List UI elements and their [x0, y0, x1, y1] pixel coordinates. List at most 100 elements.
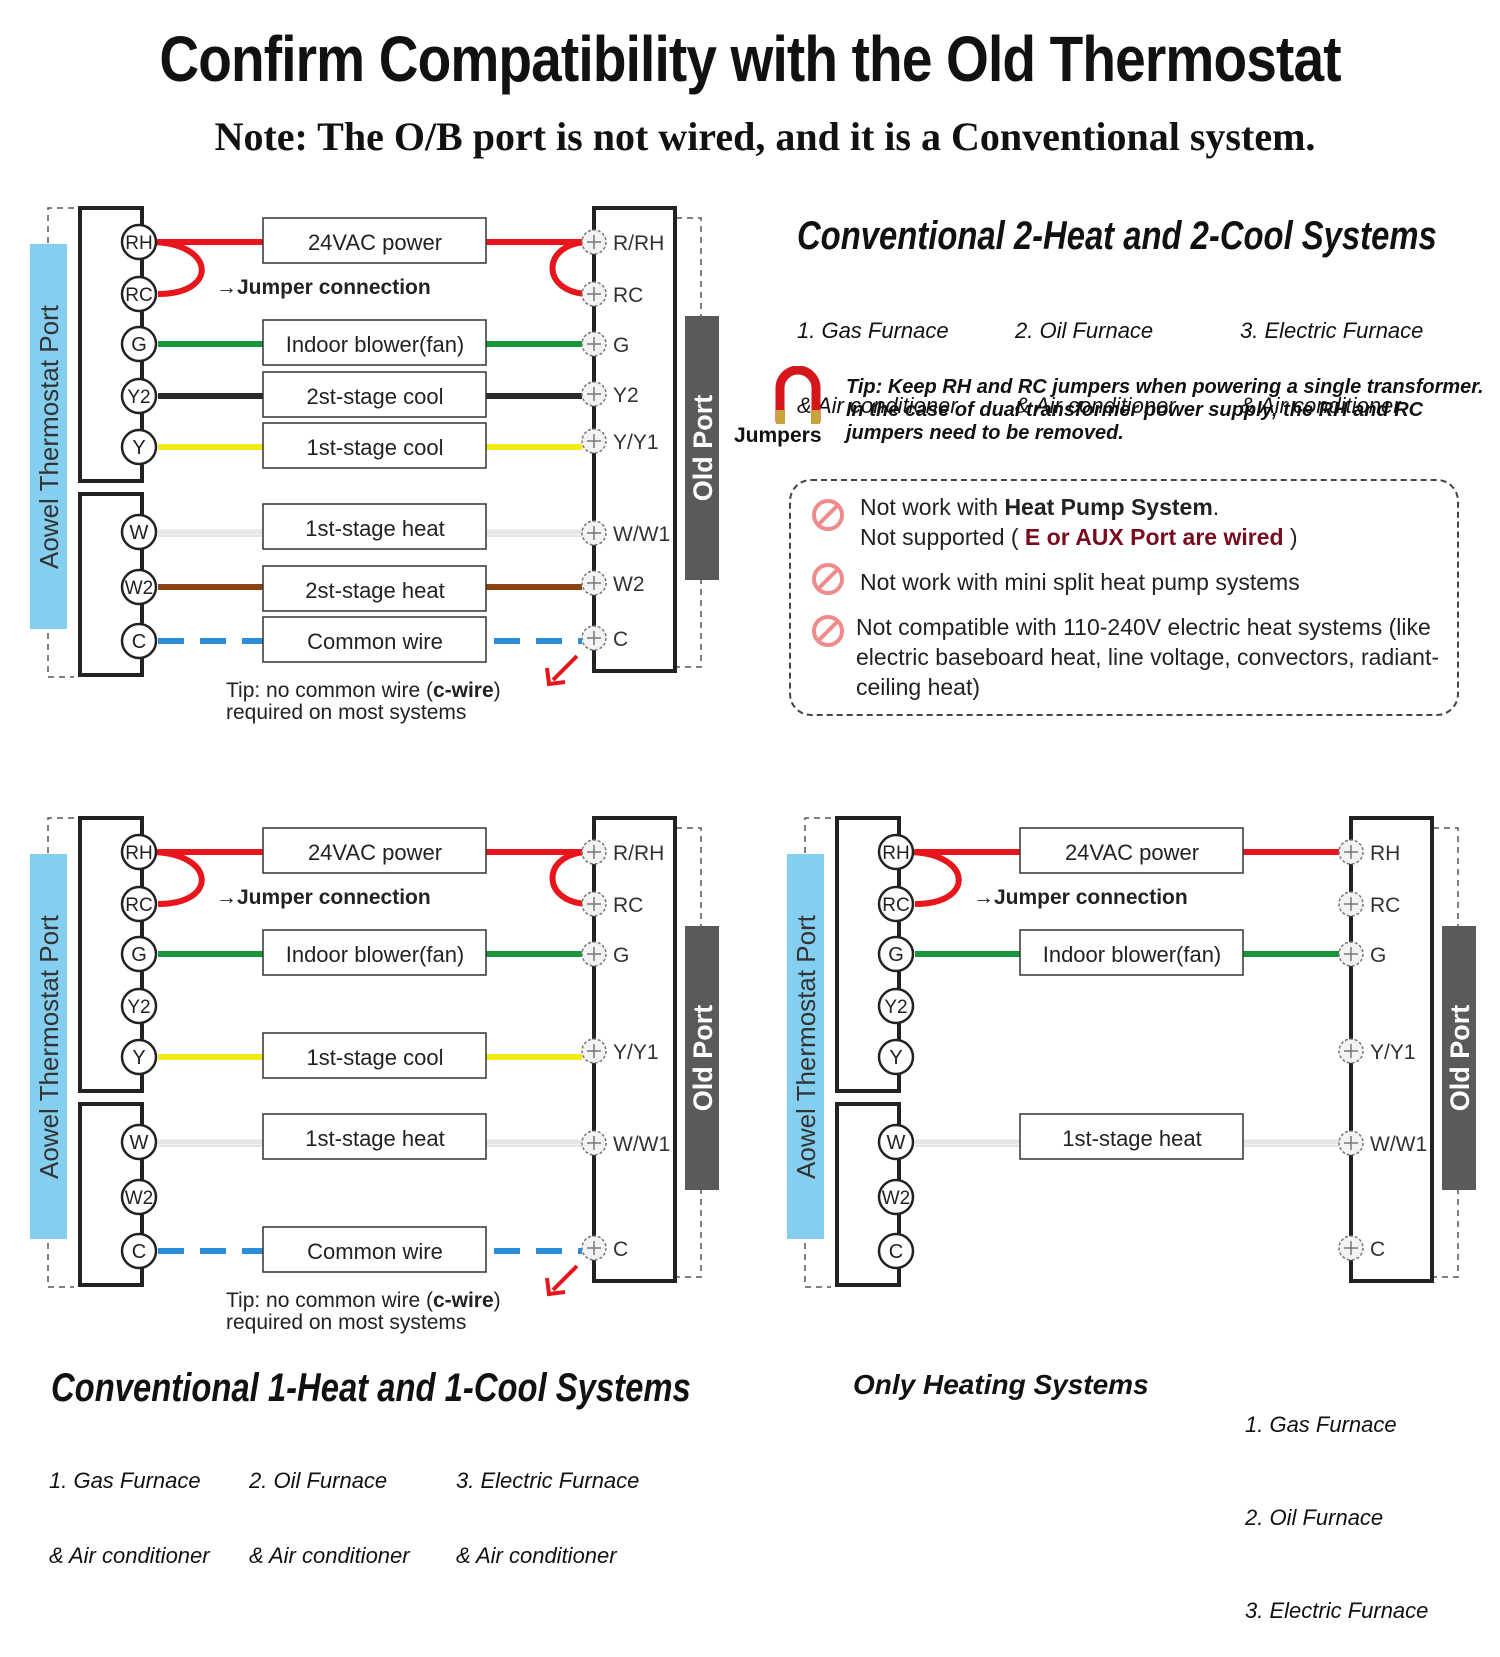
old-terminal-label-y2: Y2 — [613, 384, 639, 407]
wire-label-w: 1st-stage heat — [305, 1126, 444, 1151]
dashed-bracket-left — [804, 817, 831, 1288]
system-1heat-item-2-line2: & Air conditioner — [249, 1543, 410, 1568]
aowel-terminal-label-c: C — [889, 1241, 903, 1263]
tip-arrow-icon — [551, 654, 579, 682]
aowel-terminal-w — [120, 1123, 158, 1161]
old-terminal-label-w2: W2 — [613, 573, 645, 596]
aowel-terminal-label-w: W — [130, 1132, 149, 1154]
old-port-label: Old Port — [1445, 1005, 1475, 1112]
prohibited-icon — [812, 615, 844, 647]
old-terminal-label-rh: RH — [1370, 842, 1400, 865]
page-title: Confirm Compatibility with the Old Therm… — [159, 23, 1341, 95]
warning-heat-pump-suffix: . — [1212, 494, 1220, 520]
system-2heat-item-3-line1: 3. Electric Furnace — [1240, 318, 1424, 343]
aowel-port-label: Aowel Thermostat Port — [34, 914, 64, 1179]
note-text: Note: The O/B port is not wired, and it … — [214, 114, 1316, 159]
aowel-terminal-g — [877, 935, 915, 973]
system-2heat-item-3-line2: & Air conditioner — [1240, 393, 1401, 418]
system-1heat-item-2-line1: 2. Oil Furnace — [249, 1468, 388, 1493]
wire-label-rh: 24VAC power — [308, 230, 442, 255]
aowel-terminal-rc — [120, 885, 158, 923]
prohibited-icon — [812, 499, 844, 531]
prohibited-icon — [812, 563, 844, 595]
old-port-bar — [685, 926, 719, 1190]
old-terminal-label-y-y1: Y/Y1 — [1370, 1041, 1416, 1064]
wire-label-box — [262, 1032, 487, 1079]
system-heating-title: Only Heating Systems — [853, 1369, 1149, 1400]
aowel-terminal-w — [120, 513, 158, 551]
system-2heat-item-1-line2: & Air conditioner — [797, 393, 958, 418]
wire-label-box — [262, 503, 487, 550]
tip-arrow-icon — [551, 1264, 579, 1292]
jumpers-tip: Tip: Keep RH and RC jumpers when powerin… — [846, 376, 1484, 444]
aowel-port-bar — [787, 854, 824, 1239]
jumper-wire-aowel — [149, 239, 205, 297]
old-terminal-label-w-w1: W/W1 — [1370, 1133, 1427, 1156]
c-wire-tip-line2: required on most systems — [226, 1311, 466, 1334]
aowel-terminal-label-w: W — [887, 1132, 906, 1154]
aowel-terminal-y — [120, 1038, 158, 1076]
jumpers-label: Jumpers — [734, 424, 822, 447]
old-terminal-label-c: C — [1370, 1238, 1385, 1261]
aowel-terminal-label-w2: W2 — [125, 578, 154, 599]
wire-label-box — [262, 929, 487, 976]
old-port-bar — [685, 316, 719, 580]
system-heating-items: 1. Gas Furnace 2. Oil Furnace 3. Electri… — [1245, 1347, 1428, 1657]
warning-mini-split: Not work with mini split heat pump syste… — [860, 569, 1300, 595]
system-2heat-item-2-line1: 2. Oil Furnace — [1015, 318, 1154, 343]
wire-label-w: 1st-stage heat — [1062, 1126, 1201, 1151]
wire-label-y: 1st-stage cool — [307, 435, 444, 460]
aowel-terminal-label-rc: RC — [125, 285, 152, 306]
system-1heat-item-1-line2: & Air conditioner — [49, 1543, 210, 1568]
aowel-terminal-g — [120, 325, 158, 363]
system-2heat-item-3: 3. Electric Furnace & Air conditioner — [1240, 268, 1423, 443]
aowel-terminal-label-g: G — [131, 334, 147, 356]
aowel-terminal-label-rh: RH — [125, 233, 152, 254]
warning-heat-pump-prefix: Not work with — [860, 494, 1005, 520]
wire-label-box — [1019, 929, 1244, 976]
warning-aux-prefix: Not supported ( — [860, 524, 1025, 550]
warning-heat-pump: Not work with Heat Pump System. Not supp… — [860, 492, 1440, 552]
wire-label-w: 1st-stage heat — [305, 516, 444, 541]
jumper-connection-label: →Jumper connection — [216, 886, 431, 909]
wire-label-box — [262, 616, 487, 663]
aowel-terminal-label-w2: W2 — [125, 1188, 154, 1209]
aowel-terminal-label-c: C — [132, 631, 146, 653]
system-2heat-title: Conventional 2-Heat and 2-Cool Systems — [797, 214, 1437, 258]
aowel-terminal-label-w2: W2 — [882, 1188, 911, 1209]
old-terminal-label-y-y1: Y/Y1 — [613, 431, 659, 454]
wire-label-box — [1019, 827, 1244, 874]
old-terminal-label-c: C — [613, 1238, 628, 1261]
system-1heat-item-2: 2. Oil Furnace & Air conditioner — [249, 1418, 410, 1593]
aowel-terminal-rh — [120, 223, 158, 261]
wiring-diagram-1heat-1cool: Aowel Thermostat Port Old Port →Jumper con… — [30, 816, 719, 1334]
aowel-port-label: Aowel Thermostat Port — [34, 304, 64, 569]
wire-label-w2: 2st-stage heat — [305, 578, 444, 603]
warning-aux-emphasis: E or AUX Port are wired — [1024, 524, 1284, 550]
aowel-terminal-y — [120, 428, 158, 466]
old-terminal-label-g: G — [1370, 944, 1386, 967]
dashed-bracket-right — [676, 827, 702, 1278]
jumper-icon — [775, 366, 821, 424]
tip-arrowhead-icon — [545, 1277, 566, 1297]
old-terminal-label-w-w1: W/W1 — [613, 1133, 670, 1156]
wire-label-box — [262, 827, 487, 874]
system-1heat-title: Conventional 1-Heat and 1-Cool Systems — [51, 1366, 691, 1410]
jumper-wire-old — [549, 849, 591, 907]
old-port-bar — [1442, 926, 1476, 1190]
system-1heat-item-1: 1. Gas Furnace & Air conditioner — [49, 1418, 210, 1593]
jumper-wire-aowel — [149, 849, 205, 907]
aowel-terminal-label-y2: Y2 — [884, 997, 907, 1018]
wire-label-box — [262, 217, 487, 264]
aowel-terminal-y2 — [120, 987, 158, 1025]
aowel-terminal-rc — [120, 275, 158, 313]
aowel-terminal-label-y: Y — [889, 1047, 902, 1069]
system-heating-item-1: 1. Gas Furnace — [1245, 1412, 1397, 1437]
old-terminal-label-y-y1: Y/Y1 — [613, 1041, 659, 1064]
jumper-connection-label: →Jumper connection — [973, 886, 1188, 909]
warning-heat-pump-bold: Heat Pump System — [1004, 494, 1213, 520]
old-port-label: Old Port — [688, 1005, 718, 1112]
aowel-terminal-label-rh: RH — [882, 843, 909, 864]
dashed-bracket-left — [47, 207, 74, 678]
